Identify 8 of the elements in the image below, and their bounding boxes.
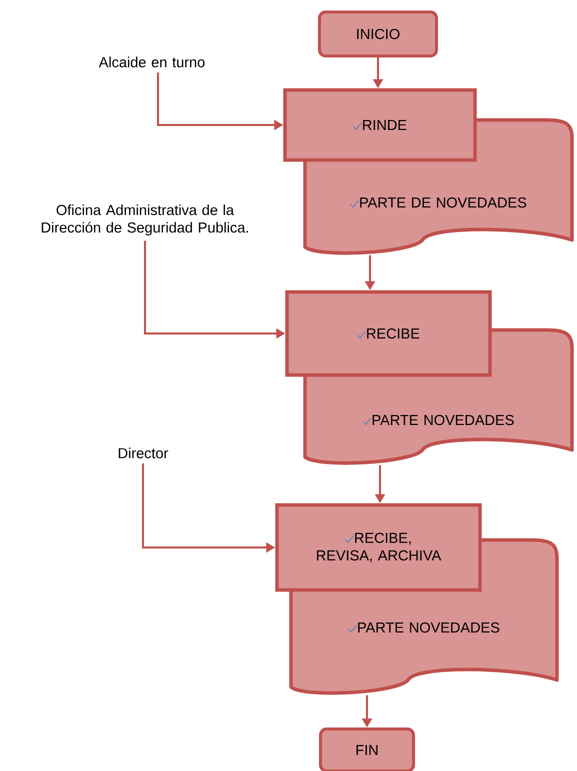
terminal-box: INICIO <box>318 10 438 58</box>
role-label: Director <box>118 448 168 458</box>
process-box: RECIBE <box>285 290 492 377</box>
role-label: Oficina Administrativa de la Dirección de Seguridad Publica. <box>42 204 248 236</box>
process-box: RINDE <box>283 88 477 162</box>
role-label: Alcaide en turno <box>98 56 205 68</box>
process-box: RECIBE, REVISA, ARCHIVA <box>275 503 482 592</box>
terminal-box: FIN <box>319 728 415 771</box>
